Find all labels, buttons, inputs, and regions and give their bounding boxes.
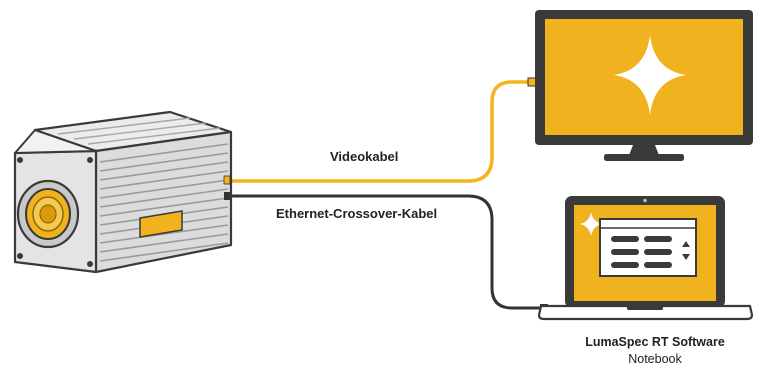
video-cable bbox=[226, 80, 539, 183]
software-device: Notebook bbox=[628, 352, 682, 366]
software-rows bbox=[611, 236, 672, 268]
ethernet-cable bbox=[226, 194, 550, 310]
ethernet-cable-label: Ethernet-Crossover-Kabel bbox=[276, 206, 438, 221]
spinner-arrows-icon bbox=[682, 241, 690, 260]
camera-ribs bbox=[99, 143, 229, 262]
sparkle-icon bbox=[614, 35, 686, 115]
camera-label-plate bbox=[139, 210, 183, 238]
monitor-icon bbox=[535, 10, 753, 161]
video-cable-label: Videokabel bbox=[330, 149, 399, 164]
camera-lens bbox=[16, 179, 80, 249]
laptop-icon bbox=[537, 196, 754, 321]
thermal-camera-icon bbox=[13, 110, 233, 274]
laptop-sparkle-icon bbox=[580, 212, 602, 236]
software-name: LumaSpec RT Software bbox=[585, 335, 725, 349]
